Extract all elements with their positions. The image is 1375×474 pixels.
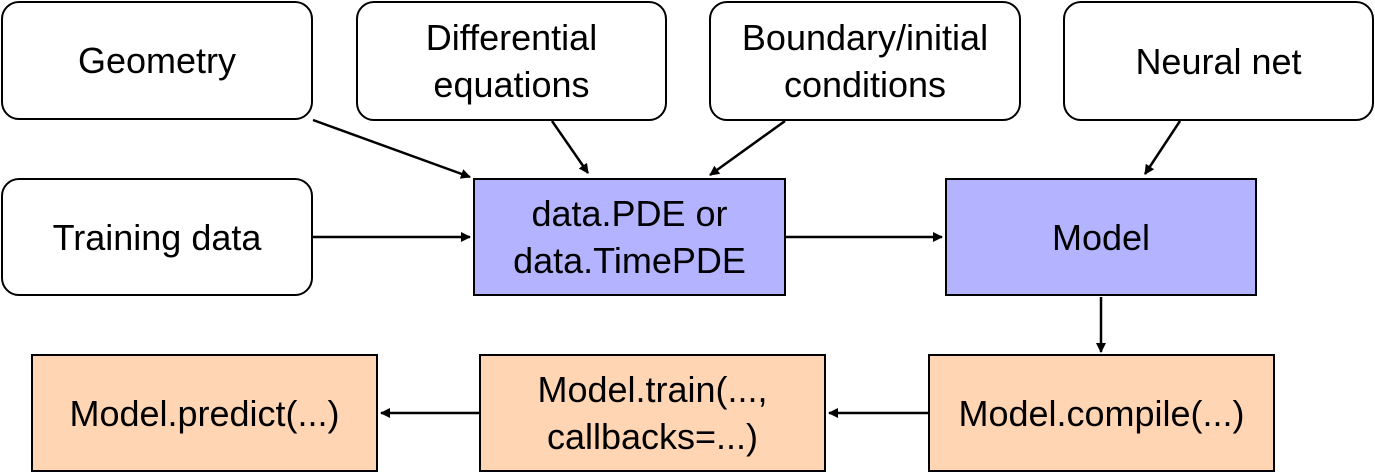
model-label: Model <box>1051 216 1151 258</box>
model-train-label-line-1: Model.train(..., <box>537 369 768 410</box>
boundary-conditions-label-line-1: Boundary/initial <box>741 17 989 58</box>
model-node: Model <box>945 178 1257 296</box>
edge-differential-equations-to-data-pde <box>550 120 590 174</box>
data-pde-label-line-1: data.PDE or <box>531 193 728 234</box>
model-train-node: Model.train(..., callbacks=...) <box>479 354 826 472</box>
model-predict-label: Model.predict(...) <box>69 392 340 434</box>
edge-boundary-conditions-to-data-pde <box>709 119 786 177</box>
data-pde-node: data.PDE or data.TimePDE <box>473 178 786 296</box>
differential-equations-label-line-2: equations <box>433 64 590 105</box>
model-compile-label: Model.compile(...) <box>958 392 1245 434</box>
differential-equations-label-line-1: Differential <box>425 17 598 58</box>
edge-neural-net-to-model <box>1143 120 1182 175</box>
training-data-label: Training data <box>52 216 262 258</box>
geometry-node: Geometry <box>1 1 313 120</box>
data-pde-label-line-2: data.TimePDE <box>513 240 746 281</box>
training-data-node: Training data <box>1 178 313 296</box>
boundary-initial-conditions-node: Boundary/initial conditions <box>709 1 1021 121</box>
neural-net-label: Neural net <box>1135 40 1302 82</box>
differential-equations-node: Differential equations <box>356 1 667 121</box>
edge-geometry-to-data-pde <box>312 118 471 179</box>
model-train-label-line-2: callbacks=...) <box>546 416 759 457</box>
boundary-conditions-label-line-2: conditions <box>783 64 947 105</box>
model-predict-node: Model.predict(...) <box>31 354 378 472</box>
model-compile-node: Model.compile(...) <box>928 354 1275 472</box>
geometry-label: Geometry <box>77 40 237 81</box>
neural-net-node: Neural net <box>1063 1 1374 121</box>
